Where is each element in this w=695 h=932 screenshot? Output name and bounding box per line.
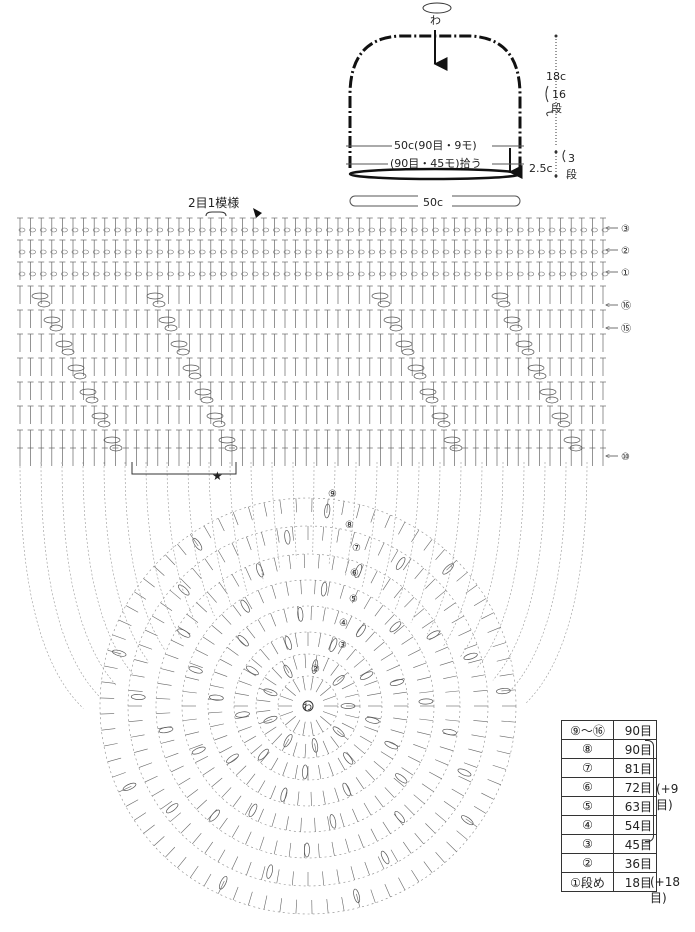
round-label: ⑤ xyxy=(349,594,358,605)
count-cell: 72目 xyxy=(613,777,657,797)
round-cell: ⑤ xyxy=(561,796,614,816)
center-ring xyxy=(302,700,314,712)
stitch-symbols xyxy=(17,217,609,915)
row-label: ② xyxy=(621,246,630,257)
row-label: ① xyxy=(621,268,630,279)
row-label: ⑯ xyxy=(621,300,631,312)
pattern-repeat-label: 2目1模様 xyxy=(188,196,239,210)
count-cell: 36目 xyxy=(613,853,657,873)
row-label: ⑩ xyxy=(621,452,630,463)
cluster-diagonals xyxy=(31,292,583,452)
height-rows: 16 xyxy=(552,88,566,101)
round-cell: ② xyxy=(561,853,614,873)
round-label: ③ xyxy=(338,640,347,651)
repeat-bracket xyxy=(205,211,227,217)
count-cell: 90目 xyxy=(613,720,657,740)
round-cell: ⑨〜⑯ xyxy=(561,720,614,740)
start-marker-icon xyxy=(253,208,262,218)
band-height: 2.5c xyxy=(529,162,553,175)
round-label: ⑧ xyxy=(345,520,354,531)
height-rows-unit: 段 xyxy=(551,101,562,115)
inc-bracket-9 xyxy=(645,740,654,842)
round-label: ② xyxy=(311,664,320,675)
round-cell: ⑥ xyxy=(561,777,614,797)
crown-rounds xyxy=(99,497,517,915)
round-label: ④ xyxy=(339,618,348,629)
round-cell: ④ xyxy=(561,815,614,835)
band-top xyxy=(348,167,522,181)
row-label: ⑮ xyxy=(621,323,631,335)
grid-stitches xyxy=(17,217,609,466)
round-cell: ⑧ xyxy=(561,739,614,759)
star-bracket xyxy=(131,462,237,475)
pickup-label: (90目・45モ)拾う xyxy=(390,156,482,170)
band-circ-label: 50c xyxy=(423,196,443,209)
inc-9-label: (+9目) xyxy=(656,782,679,812)
inc-18-label: (+18目) xyxy=(650,875,681,905)
top-mark: わ xyxy=(430,14,441,27)
round-label: ⑨ xyxy=(328,489,337,500)
top-ring-icon xyxy=(422,2,452,14)
count-cell: 18目 xyxy=(613,872,657,892)
band-rows: 3 xyxy=(568,152,575,165)
connector-lines xyxy=(19,461,588,709)
count-cell: 63目 xyxy=(613,796,657,816)
height-label: 18c xyxy=(546,70,566,83)
round-cell: ①段め xyxy=(561,872,614,892)
center-mark: わ xyxy=(303,702,312,713)
row-label-group: ③ ② ① ⑯ ⑮ ⑩ xyxy=(606,224,631,463)
circ-label: 50c(90目・9モ) xyxy=(394,139,477,152)
round-cell: ③ xyxy=(561,834,614,854)
hat-schematic: わ 50c(90目・9モ) (90目・45モ)拾う 50c 18c 16 段 2… xyxy=(346,2,577,209)
row-label: ③ xyxy=(621,224,630,235)
band-rows-unit: 段 xyxy=(566,167,577,181)
round-cell: ⑦ xyxy=(561,758,614,778)
round-label: ⑦ xyxy=(352,543,361,554)
star-mark: ★ xyxy=(212,469,223,483)
